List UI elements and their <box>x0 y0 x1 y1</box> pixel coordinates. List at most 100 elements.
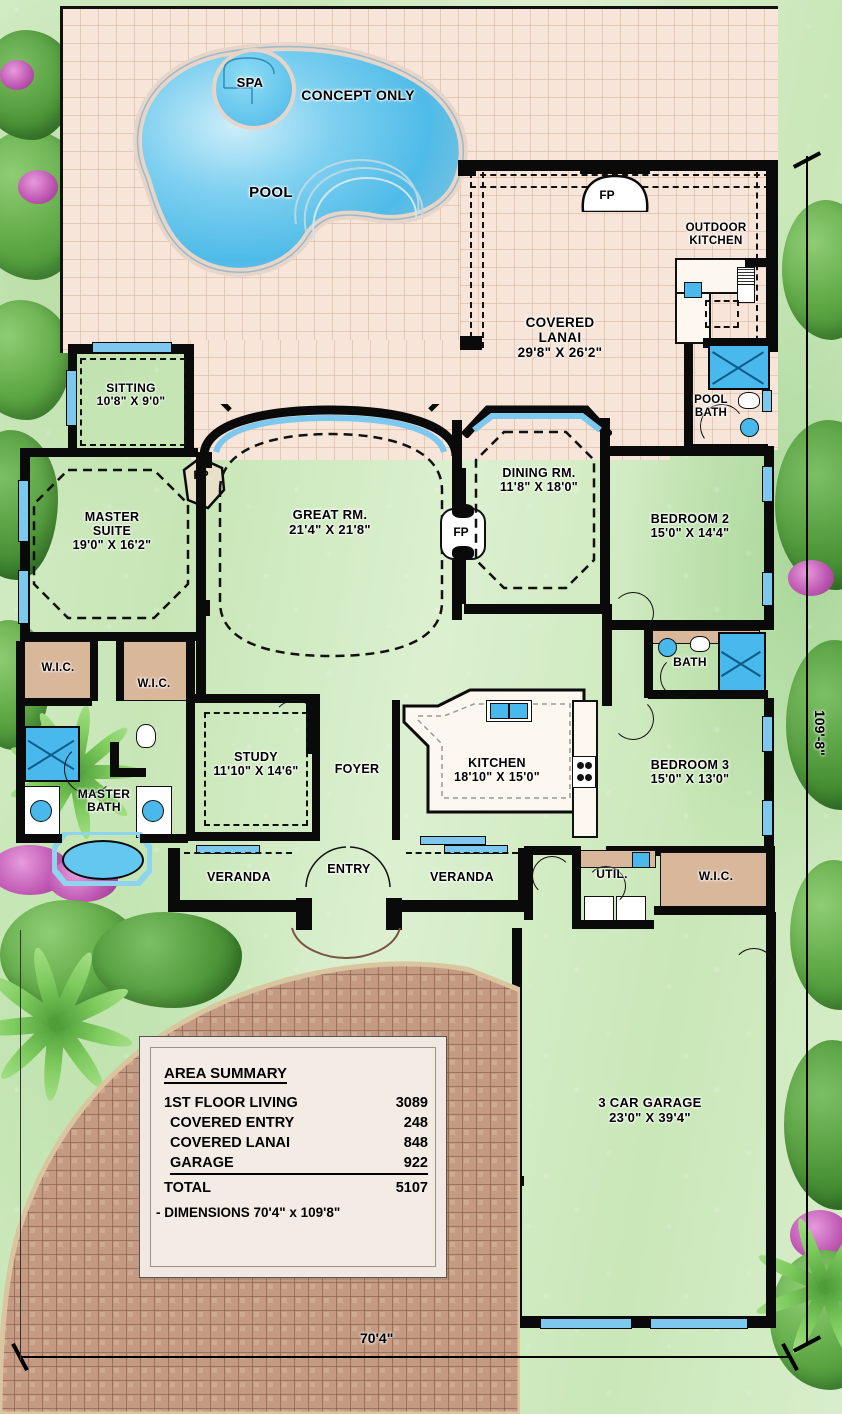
covered-lanai-dims: 29'8" X 26'2" <box>517 345 603 361</box>
study-wall-bottom <box>190 832 320 841</box>
foyer-label: FOYER <box>334 762 380 776</box>
foyer-wall-right <box>392 700 400 840</box>
master-bath-door-arc <box>64 744 114 794</box>
fireplace-lanai-chimney <box>580 160 650 174</box>
lanai-deck-lower <box>190 340 670 460</box>
area-row-label: GARAGE <box>170 1155 234 1171</box>
bedroom-2-window-2 <box>762 572 773 606</box>
covered-lanai-label: COVERED LANAI 29'8" X 26'2" <box>470 315 650 360</box>
bedroom-2-wall-top <box>606 446 772 456</box>
covered-lanai-name: COVERED <box>525 315 595 330</box>
kitchen-dims: 18'10" X 15'0" <box>454 770 540 784</box>
master-bath-wc-wall <box>110 742 119 776</box>
bedroom-hall-wall <box>602 614 612 706</box>
veranda-right-label: VERANDA <box>430 870 494 884</box>
garage-label: 3 CAR GARAGE 23'0" X 39'4" <box>560 1095 740 1125</box>
area-row-value: 3089 <box>395 1095 428 1111</box>
kitchen-sink-basin-a <box>490 703 509 719</box>
master-bath-tub-deck <box>52 832 152 886</box>
fireplace-great: FP <box>453 525 469 539</box>
master-suite-name2: SUITE <box>92 524 132 538</box>
wic-2-label: W.I.C. <box>137 678 171 690</box>
kitchen-window <box>420 836 486 845</box>
kitchen-sink-basin-b <box>509 703 528 719</box>
depth-dimension-label: 109'-8" <box>812 710 828 756</box>
pool-bath-label: POOL BATH <box>682 394 740 420</box>
fireplace-great-bottom-plug <box>452 546 474 560</box>
bedroom-3-name: BEDROOM 3 <box>650 758 730 772</box>
bedroom-2-dims: 15'0" X 14'4" <box>650 526 730 540</box>
outdoor-kitchen-sink <box>684 282 702 298</box>
hall-bath-tub <box>718 632 766 694</box>
pool-bath-window <box>762 390 772 412</box>
fireplace-great-top-plug <box>452 504 474 518</box>
master-suite-tray-ceiling <box>32 468 190 620</box>
master-bath-tub <box>62 840 144 880</box>
utility-door-arc <box>586 866 626 906</box>
area-summary-row: GARAGE 922 <box>170 1155 428 1175</box>
sitting-ceiling-detail <box>80 358 186 446</box>
master-bath-name: MASTER <box>77 787 131 801</box>
garage-wall-right <box>766 912 776 1322</box>
garage-door-opening-2 <box>650 1318 748 1329</box>
veranda-left-edge-dash <box>184 852 292 854</box>
pool-bath-shower <box>708 344 770 390</box>
great-room-dims: 21'4" X 21'8" <box>289 521 371 537</box>
master-bath-wall-left <box>16 641 25 841</box>
area-row-value: 848 <box>403 1135 428 1151</box>
veranda-left-column <box>168 848 180 910</box>
great-room-pilaster <box>196 600 210 616</box>
veranda-right-base <box>400 900 526 912</box>
great-room-wall-left <box>196 452 206 702</box>
outdoor-kitchen-grill-detail <box>737 267 755 285</box>
kitchen-name: KITCHEN <box>468 756 526 770</box>
foyer-wall-left <box>312 700 320 840</box>
area-summary-title: AREA SUMMARY <box>164 1065 288 1084</box>
bedroom-2-door-arc <box>612 592 654 634</box>
garage-dims: 23'0" X 39'4" <box>609 1109 691 1125</box>
bedroom-3-wall-right <box>764 698 774 854</box>
flower-bed <box>788 560 834 596</box>
area-summary-row: COVERED LANAI 848 <box>170 1135 428 1151</box>
area-row-label: 1ST FLOOR LIVING <box>164 1095 298 1111</box>
master-bath-wall-bottom2 <box>140 834 188 843</box>
hall-bath-toilet <box>690 636 710 652</box>
concept-only-note: CONCEPT ONLY <box>301 87 415 103</box>
pool-label: POOL <box>249 184 293 201</box>
left-extension-line <box>20 930 21 1360</box>
master-bath-label: MASTER BATH <box>62 787 146 815</box>
entry-column-left <box>296 898 312 930</box>
veranda-right-edge-dash <box>406 852 518 854</box>
fireplace-great-wall-upper <box>452 468 466 510</box>
area-row-label: COVERED LANAI <box>170 1135 291 1151</box>
study-ceiling-detail <box>204 712 308 826</box>
outdoor-kitchen-divider <box>703 338 767 348</box>
great-room-pilaster <box>196 452 212 468</box>
wic-3-label: W.I.C. <box>698 869 734 883</box>
study-name: STUDY <box>234 750 278 764</box>
study-dims: 11'10" X 14'6" <box>213 764 299 778</box>
master-bath-sink-left <box>30 800 52 822</box>
wic-3-wall-bottom <box>654 906 774 915</box>
lanai-corner-post <box>460 336 482 350</box>
width-dimension-label: 70'4" <box>360 1330 394 1346</box>
outdoor-kitchen-name: OUTDOOR <box>685 222 747 234</box>
bedroom-2-name: BEDROOM 2 <box>650 512 730 526</box>
pool-bath-sink <box>740 418 759 437</box>
depth-dimension-line <box>806 156 808 1346</box>
master-suite-wall-left <box>20 448 30 640</box>
deck-edge-left <box>60 8 63 353</box>
flower-bed <box>18 170 58 204</box>
screen-post-line <box>482 172 484 348</box>
sitting-wall-right <box>184 344 194 452</box>
wic-3-shelf <box>660 852 772 910</box>
covered-lanai-name2: LANAI <box>538 330 582 346</box>
wic-3-wall-right <box>766 846 775 912</box>
study-wall-top <box>190 694 320 703</box>
wic-1-label: W.I.C. <box>41 662 75 674</box>
garage-side-door-arc <box>732 948 776 992</box>
veranda-left-base <box>168 900 296 912</box>
swimming-pool <box>133 42 468 277</box>
area-row-label: COVERED ENTRY <box>170 1115 295 1131</box>
